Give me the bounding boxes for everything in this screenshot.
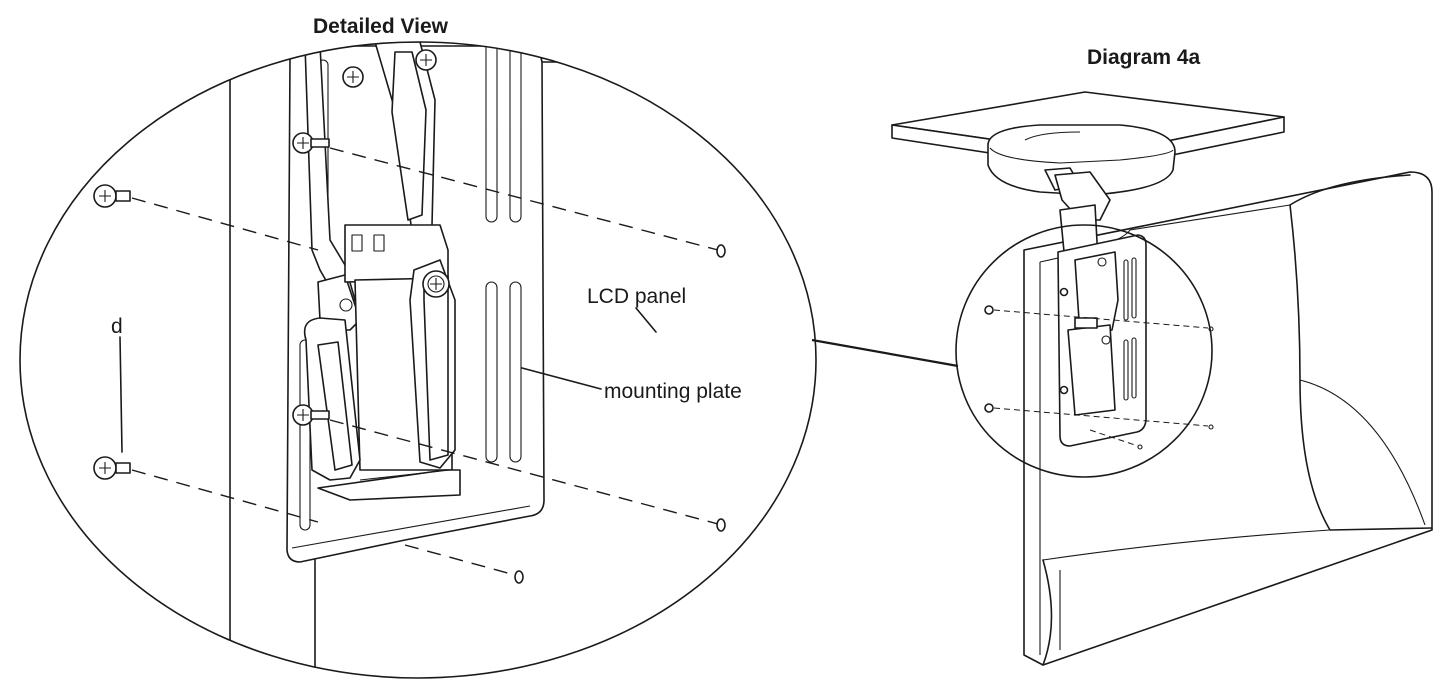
detailed-view-title: Detailed View bbox=[313, 15, 449, 38]
overview-diagram: Diagram 4a bbox=[891, 46, 1433, 666]
overview-magnifier-circle bbox=[955, 224, 1213, 478]
detail-contents bbox=[93, 42, 726, 678]
plate-screws bbox=[292, 49, 450, 426]
screw-d-label: d bbox=[111, 315, 123, 338]
mounting-plate-label: mounting plate bbox=[604, 380, 742, 403]
screw-d-lower-icon bbox=[93, 456, 131, 480]
screw-lower-left-icon bbox=[292, 404, 330, 426]
detail-magnifier-circle bbox=[19, 41, 817, 679]
detail-connector-line bbox=[811, 338, 959, 368]
arm-and-plate-overview bbox=[1054, 171, 1147, 447]
detailed-view: Detailed View bbox=[19, 15, 817, 679]
alignment-lines bbox=[131, 147, 726, 584]
overview-title: Diagram 4a bbox=[1087, 46, 1201, 69]
screw-d-leader bbox=[119, 336, 123, 453]
lcd-panel-leader bbox=[635, 307, 657, 333]
lcd-panel-label: LCD panel bbox=[587, 285, 686, 308]
overview-alignment-lines bbox=[984, 287, 1214, 450]
bracket-arms bbox=[303, 42, 461, 501]
mounting-plate-leader bbox=[521, 367, 602, 390]
screw-upper-left-icon bbox=[292, 132, 330, 154]
screw-d-upper-icon bbox=[93, 184, 131, 208]
